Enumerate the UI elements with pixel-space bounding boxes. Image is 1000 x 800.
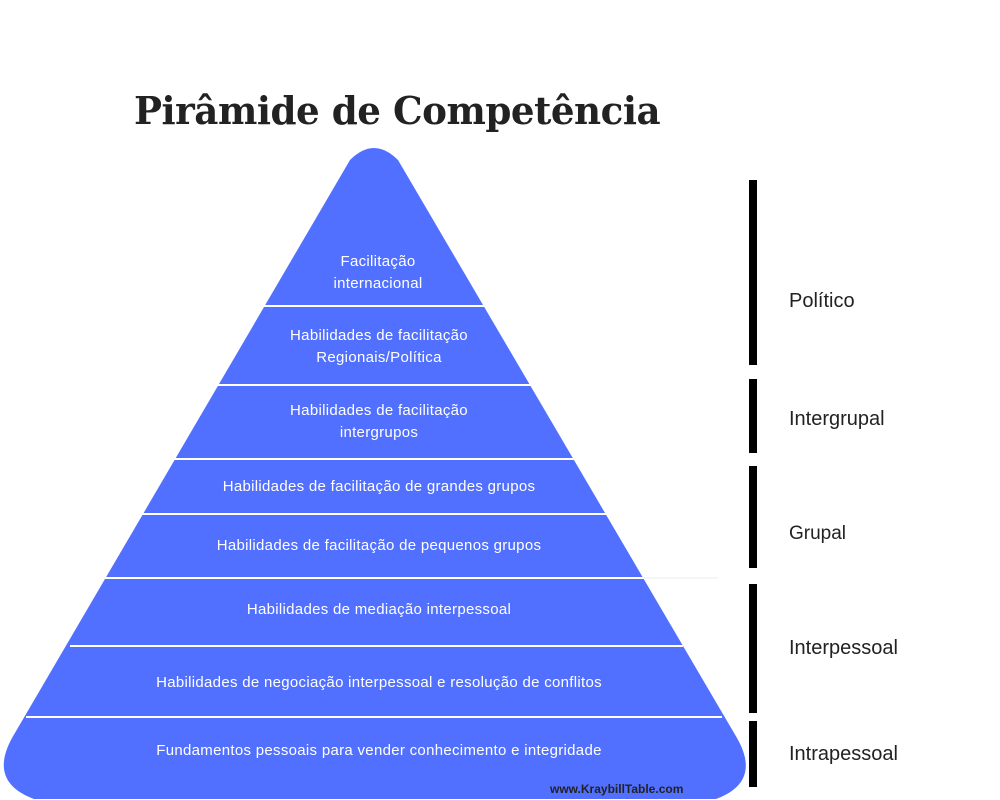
diagram-title: Pirâmide de Competência	[134, 88, 661, 133]
tier-5-small-groups: Habilidades de facilitação de pequenos g…	[217, 535, 542, 557]
tier-4-line-1: Habilidades de facilitação de grandes gr…	[222, 478, 536, 495]
tier-8-line-1: Fundamentos pessoais para vender conheci…	[156, 742, 602, 759]
level-label-interpessoal: Interpessoal	[789, 637, 898, 659]
level-bar-intrapessoal	[749, 721, 757, 787]
level-bar-grupal	[749, 466, 757, 568]
tier-2-regional-political: Habilidades de facilitação Regionais/Pol…	[290, 325, 468, 369]
tier-6-line-1: Habilidades de mediação interpessoal	[246, 601, 512, 618]
watermark-url: www.KraybillTable.com	[550, 782, 684, 796]
tier-1-international: Facilitação internacional	[334, 251, 423, 295]
tier-1-line-1: Facilitação	[340, 253, 416, 270]
tier-6-interpersonal-mediation: Habilidades de mediação interpessoal	[247, 599, 511, 621]
pyramid-body	[3, 148, 746, 799]
tier-dividers	[26, 305, 722, 718]
level-bar-interpessoal	[749, 584, 757, 713]
tier-5-line-1: Habilidades de facilitação de pequenos g…	[216, 537, 542, 554]
level-bar-politico	[749, 180, 757, 365]
tier-2-line-2: Regionais/Política	[316, 349, 442, 366]
level-label-intergrupal: Intergrupal	[789, 408, 885, 430]
tier-2-line-1: Habilidades de facilitação	[290, 327, 468, 344]
level-label-intrapessoal: Intrapessoal	[789, 743, 898, 765]
tier-3-line-2: intergrupos	[339, 424, 419, 441]
level-label-politico: Político	[789, 290, 855, 312]
tier-3-intergroup: Habilidades de facilitação intergrupos	[290, 400, 468, 444]
tier-4-large-groups: Habilidades de facilitação de grandes gr…	[223, 476, 536, 498]
tier-8-personal-foundations: Fundamentos pessoais para vender conheci…	[156, 740, 601, 762]
tier-7-line-1: Habilidades de negociação interpessoal e…	[156, 674, 602, 691]
tier-1-line-2: internacional	[333, 275, 423, 292]
level-bar-intergrupal	[749, 379, 757, 453]
tier-7-negotiation-conflict: Habilidades de negociação interpessoal e…	[156, 672, 602, 694]
level-label-grupal: Grupal	[789, 523, 847, 544]
tier-3-line-1: Habilidades de facilitação	[290, 402, 468, 419]
